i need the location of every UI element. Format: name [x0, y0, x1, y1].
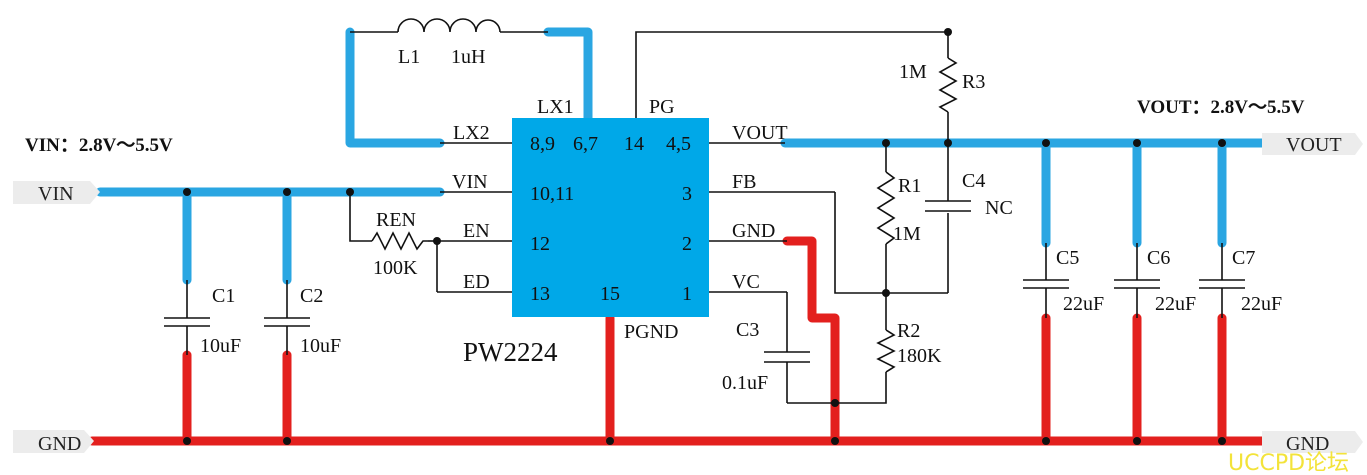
chip-pin-en: 12 [530, 233, 550, 255]
net-label-vc: VC [732, 271, 760, 293]
vin-net-highlight [95, 187, 445, 285]
port-gnd-left: GND [13, 430, 94, 455]
capacitor-c6 [1114, 279, 1160, 289]
c5-value: 22uF [1063, 293, 1104, 315]
resistor-r2 [876, 329, 896, 373]
resistor-r1 [876, 171, 896, 245]
net-label-vout: VOUT [732, 122, 788, 144]
chip-pin-vout: 4,5 [666, 133, 691, 155]
c2-ref: C2 [300, 285, 323, 307]
chip-pin-gnd: 2 [682, 233, 692, 255]
r3-ref: R3 [962, 71, 985, 93]
r2-value: 180K [897, 345, 942, 367]
r1-ref: R1 [898, 175, 921, 197]
net-label-ed: ED [463, 271, 490, 293]
net-label-lx1: LX1 [537, 96, 574, 118]
wires [186, 31, 1223, 404]
port-vout: VOUT [1262, 133, 1363, 156]
c3-value: 0.1uF [722, 372, 768, 394]
port-gnd-right-label: GND [1286, 433, 1329, 455]
c7-ref: C7 [1232, 247, 1255, 269]
capacitor-c3 [764, 351, 810, 363]
chip-name: PW2224 [463, 337, 558, 367]
l1-ref: L1 [398, 46, 420, 68]
net-label-fb: FB [732, 171, 756, 193]
c4-value: NC [985, 197, 1013, 219]
junction-dots [183, 28, 1226, 445]
port-vout-label: VOUT [1286, 134, 1342, 156]
net-label-pg: PG [649, 96, 675, 118]
chip-pin-lx2: 8,9 [530, 133, 555, 155]
ren-value: 100K [373, 257, 418, 279]
chip-pin-pg: 14 [624, 133, 644, 155]
vout-net-highlight [780, 138, 1267, 248]
inductor-l1 [397, 18, 501, 33]
port-vin-label: VIN [38, 183, 74, 205]
capacitor-c5 [1023, 279, 1069, 289]
c6-ref: C6 [1147, 247, 1170, 269]
c1-value: 10uF [200, 335, 241, 357]
chip-pin-ed: 13 [530, 283, 550, 305]
chip-pin-vin: 10,11 [530, 183, 574, 205]
c5-ref: C5 [1056, 247, 1079, 269]
capacitor-c2 [264, 317, 310, 327]
resistor-r3 [938, 57, 958, 113]
chip-pin-pgnd: 15 [600, 283, 620, 305]
port-gnd-right: GND [1262, 431, 1363, 455]
capacitor-c7 [1199, 279, 1245, 289]
net-label-lx2: LX2 [453, 122, 490, 144]
net-label-vin: VIN [452, 171, 488, 193]
port-gnd-left-label: GND [38, 433, 81, 455]
r1-value: 1M [893, 223, 921, 245]
vin-spec: VIN：2.8V～5.5V [25, 135, 173, 156]
c7-value: 22uF [1241, 293, 1282, 315]
r3-value: 1M [899, 61, 927, 83]
watermark: UCCPD论坛 [1228, 451, 1349, 475]
chip-pin-lx1: 6,7 [573, 133, 598, 155]
chip-pin-fb: 3 [682, 183, 692, 205]
port-vin: VIN [13, 181, 100, 205]
l1-value: 1uH [451, 46, 485, 68]
c1-ref: C1 [212, 285, 235, 307]
capacitor-c1 [164, 317, 210, 327]
c3-ref: C3 [736, 319, 759, 341]
net-label-pgnd: PGND [624, 321, 678, 343]
ren-ref: REN [376, 209, 416, 231]
c6-value: 22uF [1155, 293, 1196, 315]
pw2224-chip: 8,9 6,7 14 4,5 10,11 3 12 2 13 15 1 [512, 118, 709, 317]
chip-pin-vc: 1 [682, 283, 692, 305]
r2-ref: R2 [897, 320, 920, 342]
capacitor-c4 [925, 200, 971, 212]
net-label-en: EN [463, 220, 490, 242]
c4-ref: C4 [962, 170, 985, 192]
resistor-ren [371, 231, 428, 251]
net-label-gnd: GND [732, 220, 775, 242]
c2-value: 10uF [300, 335, 341, 357]
lx-net-highlight [345, 27, 593, 148]
vout-spec: VOUT：2.8V～5.5V [1137, 97, 1305, 118]
